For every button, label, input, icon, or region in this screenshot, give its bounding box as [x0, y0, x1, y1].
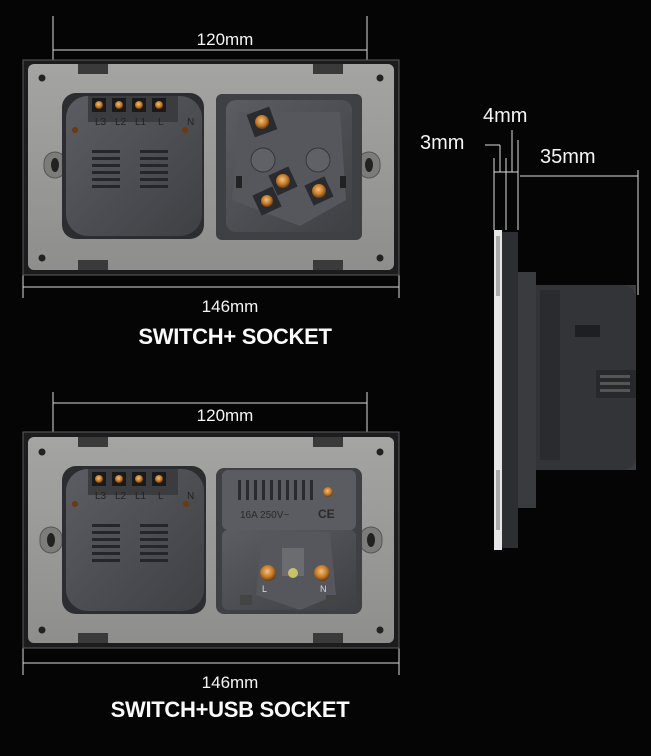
bottom-inner-width-label: 120mm	[196, 406, 254, 425]
terminal-label: L1	[135, 491, 147, 502]
top-switch-module	[62, 93, 204, 239]
terminal-label: L1	[135, 117, 147, 128]
terminal-label: N	[187, 491, 195, 502]
side-dim-3mm: 3mm	[420, 132, 465, 154]
top-outer-width-label: 146mm	[201, 297, 259, 316]
bottom-terminal-row	[92, 472, 166, 486]
terminal-label: L2	[115, 117, 127, 128]
ce-mark: CE	[318, 507, 335, 521]
top-terminal-labels: L3 L2 L1 L N	[92, 117, 202, 131]
bottom-outer-width-label: 146mm	[201, 673, 259, 692]
usb-socket-rating: 16A 250V~	[240, 510, 290, 521]
socket-pin-label-n: N	[320, 584, 327, 594]
bottom-product-title: SWITCH+USB SOCKET	[110, 697, 350, 722]
bottom-switch-module	[62, 466, 206, 614]
side-view-profile	[494, 230, 636, 550]
side-dimension-lines	[485, 130, 639, 295]
top-socket-module	[216, 94, 362, 240]
side-dim-35mm: 35mm	[540, 146, 596, 168]
terminal-label: L	[158, 117, 164, 128]
top-terminal-row	[92, 98, 166, 112]
terminal-label: L3	[95, 491, 107, 502]
bottom-terminal-labels: L3 L2 L1 L N	[92, 491, 202, 505]
terminal-label: L	[158, 491, 164, 502]
side-dim-4mm: 4mm	[483, 105, 528, 127]
top-inner-width-label: 120mm	[196, 30, 254, 49]
terminal-label: L2	[115, 491, 127, 502]
top-product-title: SWITCH+ SOCKET	[138, 324, 332, 349]
terminal-label: N	[187, 117, 195, 128]
socket-pin-label-l: L	[262, 584, 268, 594]
terminal-label: L3	[95, 117, 107, 128]
bottom-usb-socket-module	[216, 468, 362, 614]
